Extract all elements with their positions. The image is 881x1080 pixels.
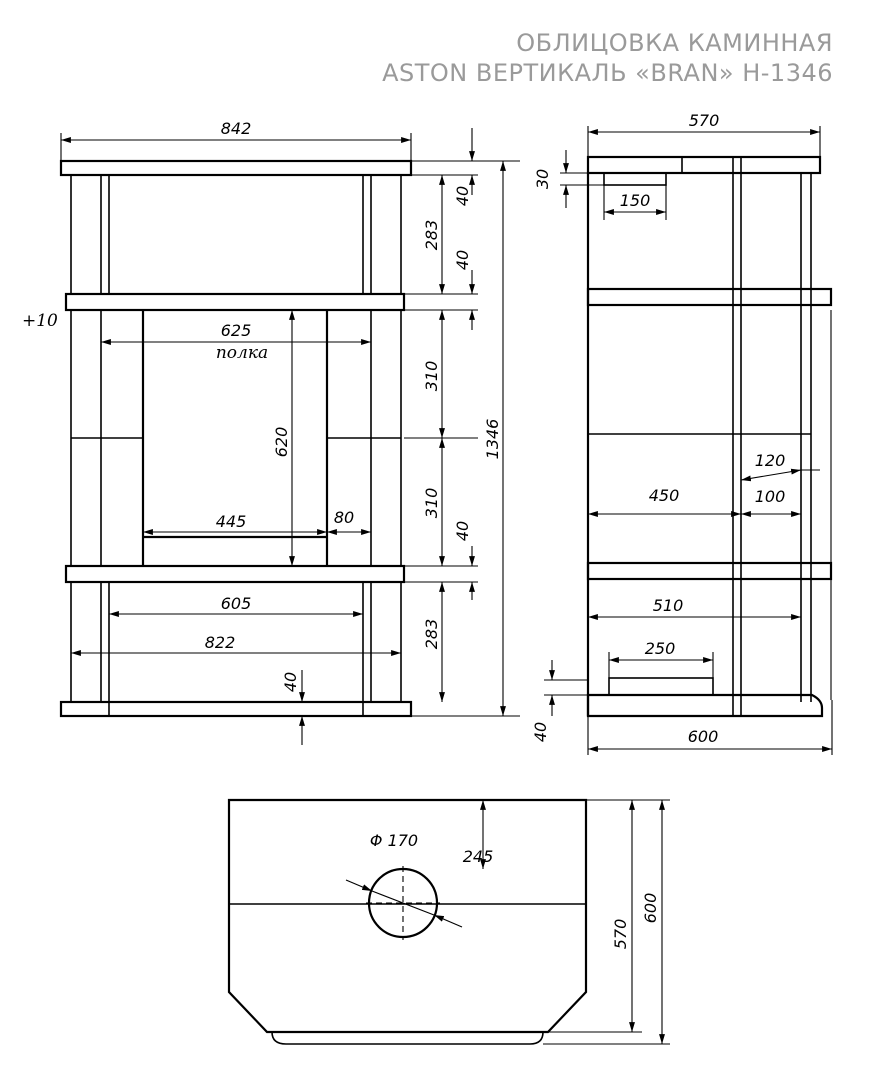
dim-600-plan: 600 (641, 893, 660, 924)
dim-245: 245 (463, 847, 494, 866)
side-hearth (608, 677, 714, 696)
side-view: 570 30 150 120 100 450 510 250 40 600 (531, 111, 833, 755)
dim-40-front-base: 40 (281, 672, 300, 692)
drawing-title: ОБЛИЦОВКА КАМИННАЯ ASTON ВЕРТИКАЛЬ «BRAN… (382, 28, 833, 88)
dim-120: 120 (755, 451, 786, 470)
dim-250: 250 (645, 639, 676, 658)
dim-310-upper: 310 (422, 361, 441, 392)
dim-450: 450 (649, 486, 680, 505)
front-view: 842 +10 625 полка 445 80 620 605 822 40 … (22, 119, 520, 745)
plan-base-lip (271, 1031, 544, 1045)
side-flue-stub (603, 172, 667, 186)
dim-605: 605 (221, 594, 252, 613)
title-line-1: ОБЛИЦОВКА КАМИННАЯ (516, 29, 833, 57)
dim-40-lower-shelf: 40 (453, 521, 472, 541)
dim-80: 80 (334, 508, 354, 527)
dim-570-plan: 570 (611, 919, 630, 950)
dim-40-upper-shelf: 40 (453, 250, 472, 270)
shelf-offset-label: +10 (22, 311, 58, 331)
front-upper-shelf (64, 292, 406, 312)
dim-625: 625 (221, 321, 252, 340)
shelf-label: полка (216, 343, 268, 363)
flue-diameter-label: Φ 170 (370, 831, 418, 850)
dim-600-side: 600 (688, 727, 719, 746)
dim-30: 30 (533, 169, 552, 189)
side-lower-shelf (586, 561, 833, 581)
side-top-slab (586, 155, 822, 175)
side-base-slab (586, 693, 824, 718)
dim-310-lower: 310 (422, 488, 441, 519)
dim-445: 445 (216, 512, 247, 531)
plan-view: Φ 170 245 570 600 (227, 798, 670, 1045)
dim-283-lower: 283 (422, 619, 441, 650)
dim-40-top: 40 (453, 186, 472, 206)
dim-150: 150 (620, 191, 651, 210)
dim-1346: 1346 (483, 419, 502, 460)
dim-620: 620 (272, 427, 291, 458)
front-base-slab (59, 700, 413, 718)
title-line-2: ASTON ВЕРТИКАЛЬ «BRAN» H-1346 (382, 59, 833, 87)
dim-822: 822 (205, 633, 236, 652)
dim-100: 100 (755, 487, 786, 506)
side-upper-shelf (586, 287, 833, 307)
front-lower-shelf (64, 564, 406, 584)
dim-510: 510 (653, 596, 684, 615)
dim-842: 842 (221, 119, 252, 138)
front-top-slab (59, 159, 413, 177)
dim-283-upper: 283 (422, 220, 441, 251)
dim-40-side-base: 40 (531, 722, 550, 742)
dim-570-top: 570 (689, 111, 720, 130)
